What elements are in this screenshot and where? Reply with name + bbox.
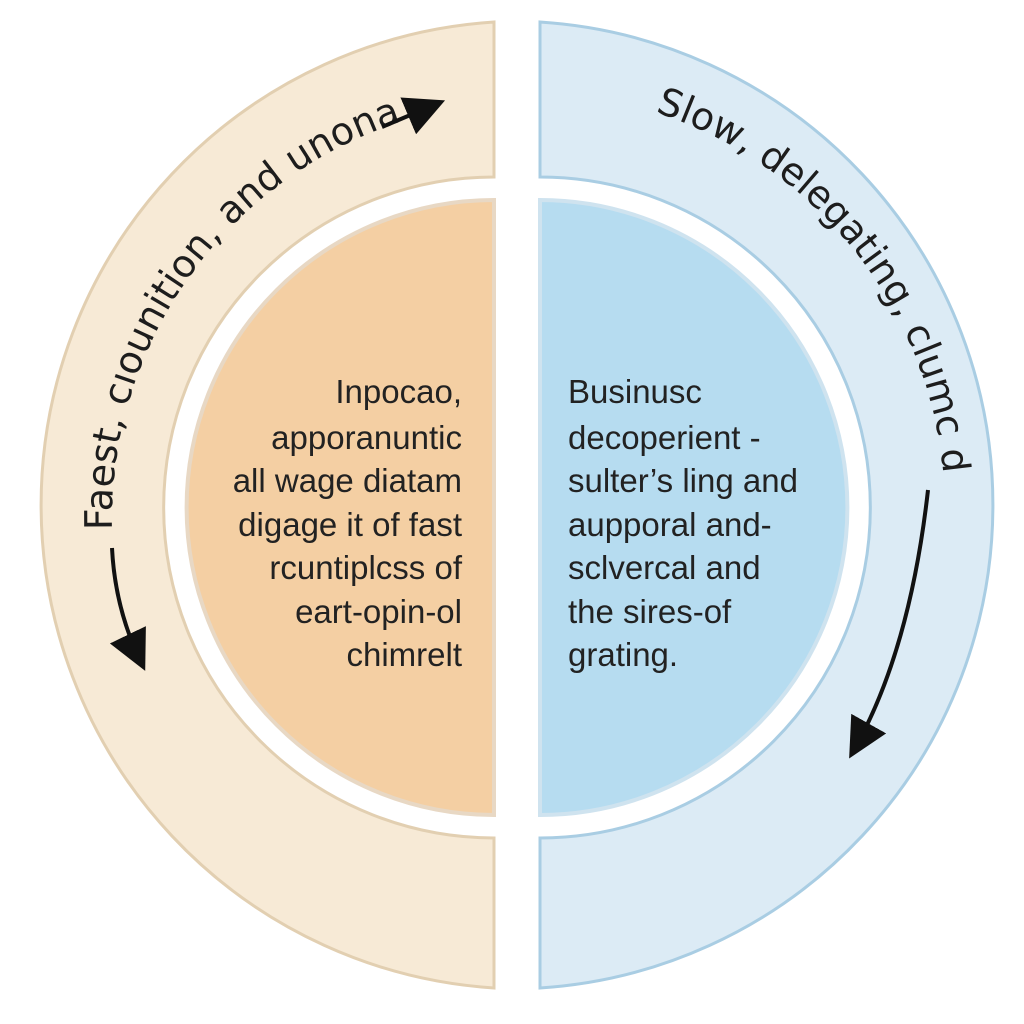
left-body-line: chimrelt — [346, 636, 462, 673]
left-body-line: eart-opin-ol — [295, 593, 462, 630]
left-inner-half — [184, 197, 496, 818]
right-inner-half — [538, 197, 850, 818]
right-body-text: Businusc decoperient - sulter’s ling and… — [568, 373, 798, 673]
right-body-line: decoperient - — [568, 419, 761, 456]
left-outer-band — [39, 20, 496, 990]
left-body-line: apporanuntic — [271, 419, 462, 456]
arrow-down-left-icon — [849, 489, 930, 759]
right-body-line: grating. — [568, 636, 678, 673]
right-body-line: Businusc — [568, 373, 702, 410]
right-body-line: aupporal and- — [568, 506, 772, 543]
left-body-line: rcuntiplcss of — [269, 549, 462, 586]
arrow-down-icon — [109, 547, 146, 671]
left-body-text: Inpocao, apporanuntic all wage diatam di… — [233, 373, 463, 673]
right-body-line: the sires-of — [568, 593, 732, 630]
arrow-right-icon — [381, 97, 446, 135]
left-body-line: digage it of fast — [238, 506, 462, 543]
right-body-line: sclvercal and — [568, 549, 761, 586]
right-body-line: sulter’s ling and — [568, 462, 798, 499]
left-body-line: Inpocao, — [335, 373, 462, 410]
left-body-line: all wage diatam — [233, 462, 462, 499]
